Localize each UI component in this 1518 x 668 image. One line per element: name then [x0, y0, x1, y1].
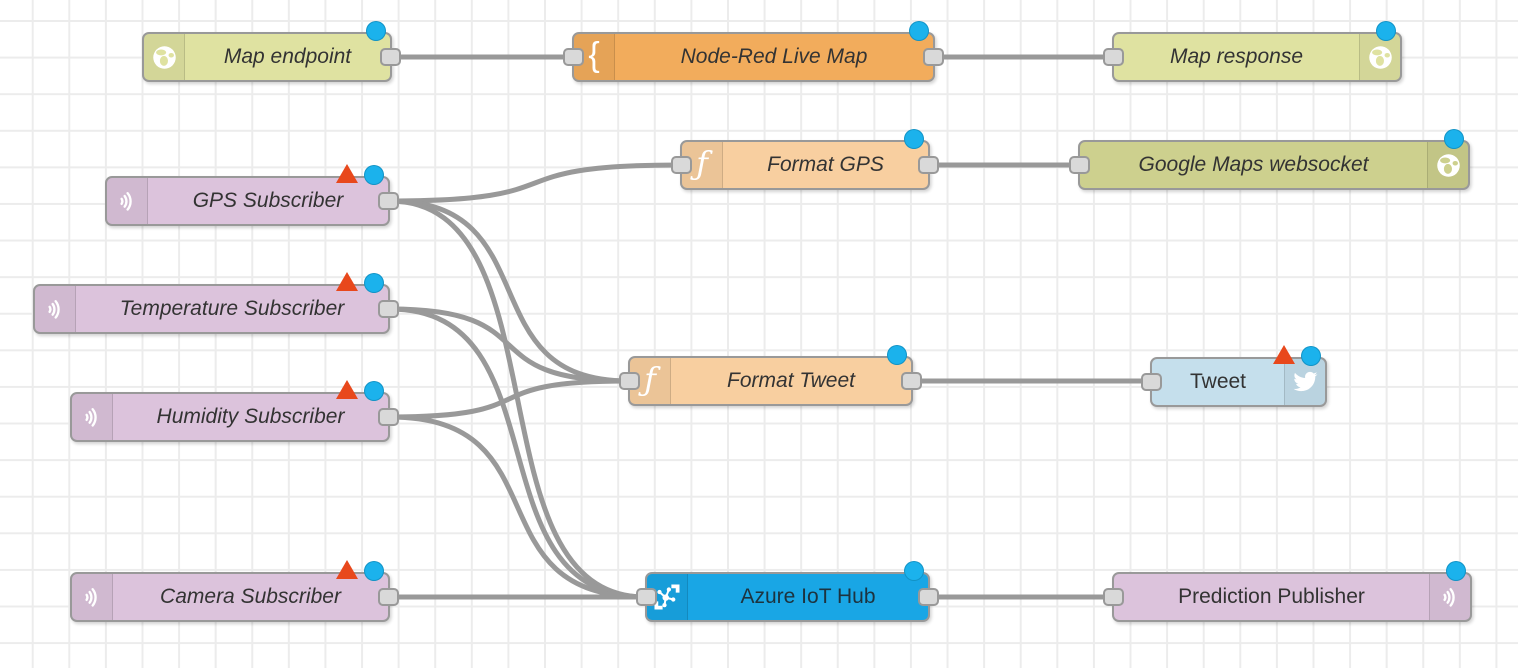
node-humidity-subscriber[interactable]: Humidity Subscriber: [70, 380, 399, 442]
sound-wave-icon: [107, 178, 148, 224]
changed-dot-badge: [364, 165, 384, 185]
wire[interactable]: [387, 198, 648, 600]
input-port[interactable]: [1141, 373, 1162, 391]
error-triangle-badge: [1273, 345, 1295, 364]
sound-wave-icon: [35, 286, 76, 332]
changed-dot-badge: [1301, 346, 1321, 366]
output-port[interactable]: [918, 156, 939, 174]
node-label: Tweet: [1189, 370, 1247, 393]
wire[interactable]: [387, 306, 648, 600]
node-label: GPS Subscriber: [192, 189, 344, 212]
node-label: Prediction Publisher: [1178, 585, 1365, 608]
node-temperature-subscriber[interactable]: Temperature Subscriber: [33, 272, 399, 334]
input-port[interactable]: [636, 588, 657, 606]
node-label: Format Tweet: [727, 369, 855, 392]
wire[interactable]: [387, 162, 683, 204]
input-port[interactable]: [1103, 588, 1124, 606]
wire[interactable]: [387, 198, 631, 384]
changed-dot-badge: [1446, 561, 1466, 581]
error-triangle-badge: [336, 380, 358, 399]
twitter-bird-icon: [1284, 359, 1325, 405]
changed-dot-badge: [904, 561, 924, 581]
node-format-gps[interactable]: ƒ Format GPS: [671, 129, 939, 190]
globe-icon: [1427, 142, 1468, 188]
node-label: Humidity Subscriber: [156, 405, 345, 428]
output-port[interactable]: [918, 588, 939, 606]
output-port[interactable]: [923, 48, 944, 66]
output-port[interactable]: [378, 588, 399, 606]
changed-dot-badge: [364, 561, 384, 581]
input-port[interactable]: [671, 156, 692, 174]
node-label: Camera Subscriber: [160, 585, 341, 608]
output-port[interactable]: [901, 372, 922, 390]
node-label: Azure IoT Hub: [740, 585, 876, 608]
output-port[interactable]: [378, 408, 399, 426]
changed-dot-badge: [1444, 129, 1464, 149]
changed-dot-badge: [364, 273, 384, 293]
node-label: Format GPS: [767, 153, 884, 176]
globe-icon: [144, 34, 185, 80]
sound-wave-icon: [1429, 574, 1470, 620]
wire[interactable]: [387, 414, 648, 600]
changed-dot-badge: [887, 345, 907, 365]
node-node-red-live-map[interactable]: { Node-Red Live Map: [563, 21, 944, 82]
input-port[interactable]: [1069, 156, 1090, 174]
output-port[interactable]: [378, 192, 399, 210]
output-port[interactable]: [378, 300, 399, 318]
error-triangle-badge: [336, 272, 358, 291]
node-google-maps-websocket[interactable]: Google Maps websocket: [1069, 129, 1470, 190]
input-port[interactable]: [1103, 48, 1124, 66]
node-format-tweet[interactable]: ƒ Format Tweet: [619, 345, 922, 406]
node-tweet[interactable]: Tweet: [1141, 345, 1327, 407]
wire[interactable]: [387, 378, 631, 420]
node-map-response[interactable]: Map response: [1103, 21, 1402, 82]
changed-dot-badge: [1376, 21, 1396, 41]
node-gps-subscriber[interactable]: GPS Subscriber: [105, 164, 399, 226]
node-label: Google Maps websocket: [1138, 153, 1369, 176]
changed-dot-badge: [364, 381, 384, 401]
error-triangle-badge: [336, 164, 358, 183]
changed-dot-badge: [909, 21, 929, 41]
wire[interactable]: [387, 306, 631, 384]
sound-wave-icon: [72, 394, 113, 440]
output-port[interactable]: [380, 48, 401, 66]
error-triangle-badge: [336, 560, 358, 579]
globe-icon: [1359, 34, 1400, 80]
changed-dot-badge: [366, 21, 386, 41]
node-map-endpoint[interactable]: Map endpoint: [142, 21, 401, 82]
node-label: Temperature Subscriber: [119, 297, 345, 320]
node-camera-subscriber[interactable]: Camera Subscriber: [70, 560, 399, 622]
node-label: Map response: [1169, 45, 1304, 68]
node-prediction-publisher[interactable]: Prediction Publisher: [1103, 561, 1472, 622]
node-label: Node-Red Live Map: [680, 45, 868, 68]
input-port[interactable]: [619, 372, 640, 390]
sound-wave-icon: [72, 574, 113, 620]
changed-dot-badge: [904, 129, 924, 149]
input-port[interactable]: [563, 48, 584, 66]
node-azure-iot-hub[interactable]: Azure IoT Hub: [636, 561, 939, 622]
node-label: Map endpoint: [223, 45, 352, 68]
